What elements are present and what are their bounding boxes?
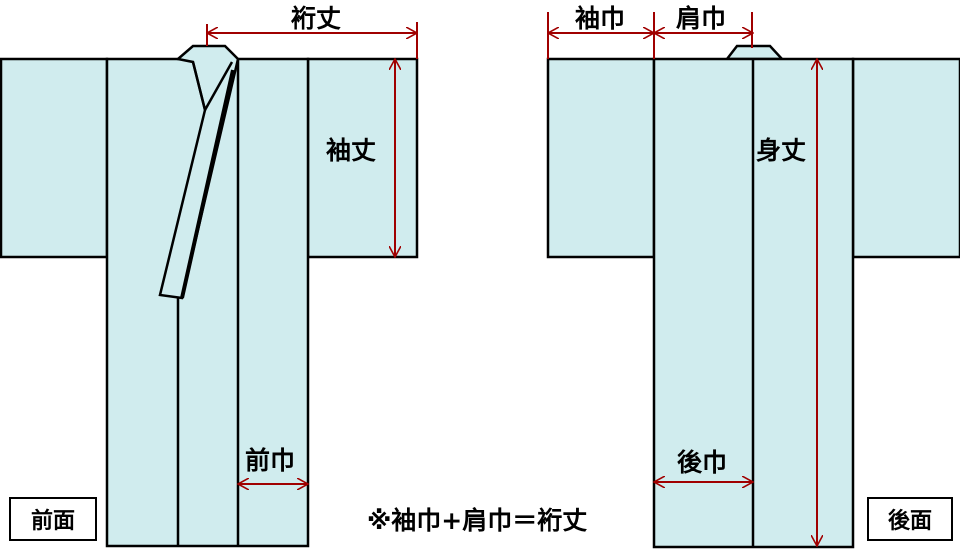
back-collar	[724, 44, 785, 61]
back-left-sleeve	[546, 57, 656, 259]
formula-note: ※袖巾+肩巾＝裄丈	[367, 506, 588, 535]
label-sode-take: 袖丈	[326, 136, 377, 165]
label-mae-haba: 前巾	[245, 446, 296, 475]
label-ushiro-haba: 後巾	[677, 448, 728, 477]
label-kata-haba: 肩巾	[676, 4, 727, 33]
label-mi-take: 身丈	[756, 136, 807, 165]
back-view-label: 後面	[867, 497, 953, 541]
front-left-sleeve	[0, 57, 109, 259]
label-yuki: 裄丈	[291, 4, 342, 33]
label-sode-haba: 袖巾	[575, 4, 626, 33]
back-right-sleeve	[851, 57, 960, 259]
front-view-label: 前面	[9, 497, 97, 541]
